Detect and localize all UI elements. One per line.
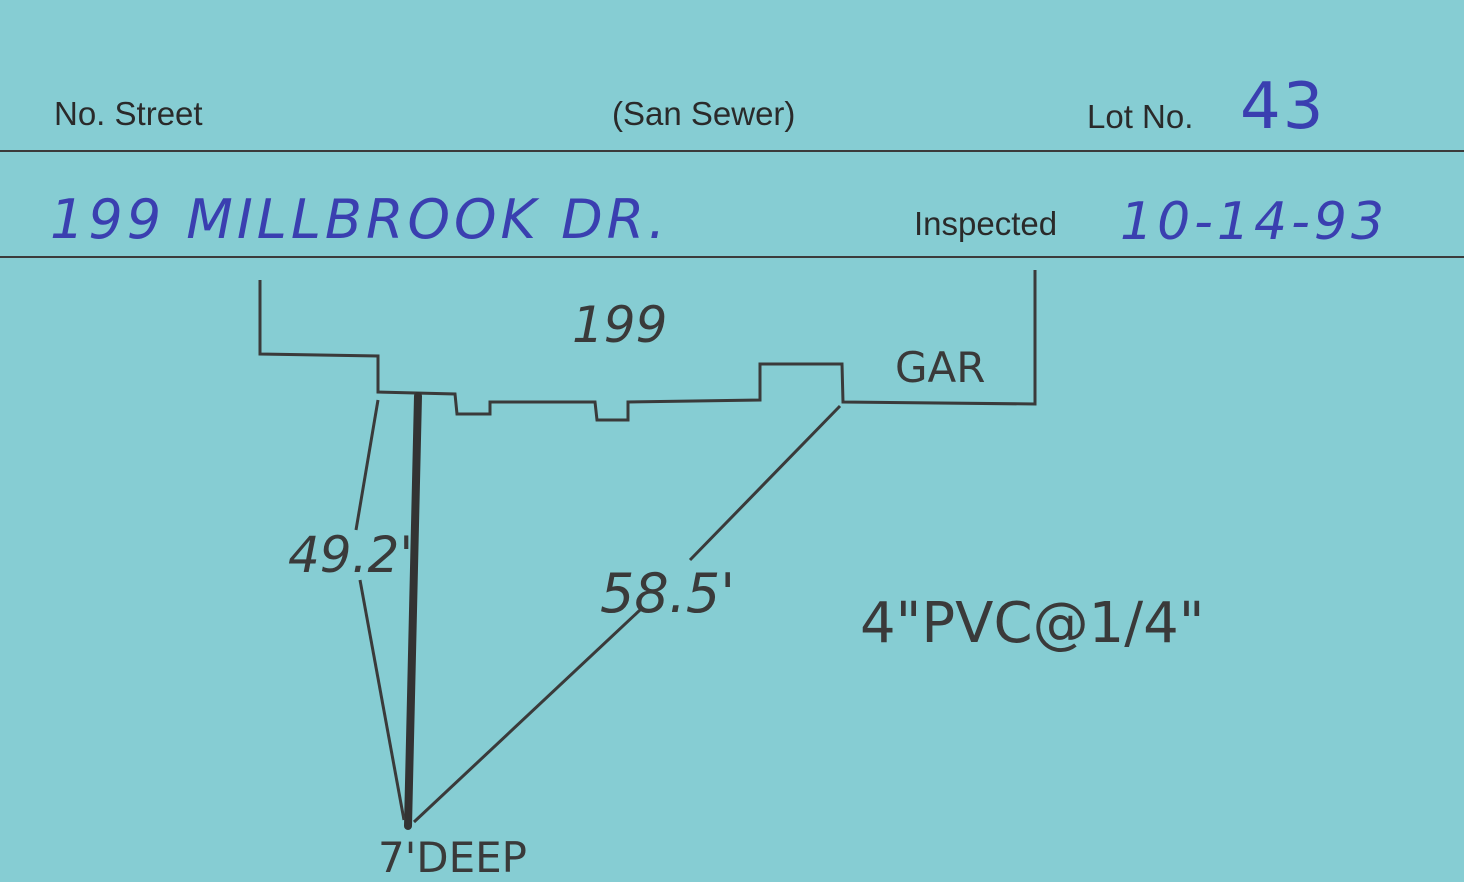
right-measure-line-lower <box>412 608 642 824</box>
header-rule-bottom <box>0 256 1464 258</box>
lot-number: 43 <box>1240 70 1326 144</box>
inspected-label: Inspected <box>914 205 1058 242</box>
garage-label: GAR <box>895 343 985 392</box>
sewer-type-label: (San Sewer) <box>612 95 796 132</box>
pipe-spec-label: 4"PVC@1/4" <box>860 591 1204 656</box>
inspected-date: 10-14-93 <box>1120 192 1389 252</box>
left-distance-label: 49.2' <box>288 526 413 584</box>
right-distance-label: 58.5' <box>600 562 735 625</box>
house-outline <box>258 270 1037 422</box>
left-measure-line <box>354 399 380 531</box>
address-value: 199 MILLBROOK DR. <box>50 188 670 251</box>
right-measure-line <box>688 404 842 562</box>
lot-label: Lot No. <box>1087 98 1194 135</box>
header-rule-top <box>0 150 1464 152</box>
house-number-label: 199 <box>572 296 667 354</box>
street-label: No. Street <box>54 95 203 132</box>
left-measure-line-lower <box>358 579 406 821</box>
depth-label: 7'DEEP <box>378 833 527 882</box>
sewer-lateral <box>404 392 422 830</box>
